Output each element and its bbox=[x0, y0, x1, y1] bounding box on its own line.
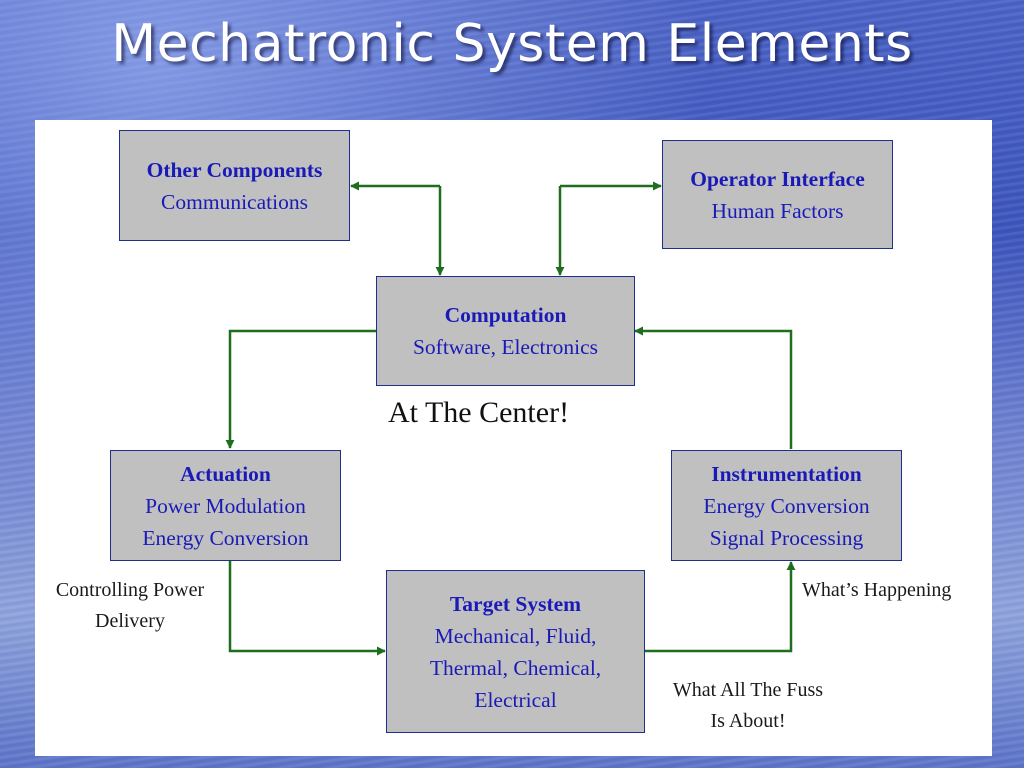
operator-interface-line-1: Human Factors bbox=[711, 198, 844, 223]
actuation-line-2: Energy Conversion bbox=[142, 525, 309, 550]
actuation-heading: Actuation bbox=[180, 461, 271, 486]
target-system-line-3: Electrical bbox=[474, 687, 557, 712]
other-components-box: Other Components Communications bbox=[119, 130, 350, 241]
fuss-line-1: What All The Fuss bbox=[672, 679, 824, 701]
computation-line-1: Software, Electronics bbox=[412, 335, 599, 359]
target-system-box: Target System Mechanical, Fluid, Thermal… bbox=[386, 570, 645, 733]
other-components-heading: Other Components bbox=[146, 157, 323, 182]
arrow-actuation-target bbox=[228, 561, 386, 656]
whats-happening-note: What’s Happening bbox=[802, 575, 951, 606]
actuation-box: Actuation Power Modulation Energy Conver… bbox=[110, 450, 341, 561]
connector-layer bbox=[225, 181, 796, 656]
computation-heading: Computation bbox=[444, 303, 567, 327]
fuss-note: What All The Fuss Is About! bbox=[652, 675, 844, 737]
whats-happening-line-1: What’s Happening bbox=[802, 579, 952, 601]
operator-interface-heading: Operator Interface bbox=[690, 166, 865, 191]
actuation-line-1: Power Modulation bbox=[145, 493, 306, 518]
instrumentation-heading: Instrumentation bbox=[711, 461, 862, 486]
target-system-line-1: Mechanical, Fluid, bbox=[434, 623, 597, 648]
controlling-power-line-1: Controlling Power bbox=[55, 579, 205, 601]
controlling-power-line-2: Delivery bbox=[95, 610, 165, 632]
diagram-panel: Other Components Communications Operator… bbox=[35, 120, 992, 756]
instrumentation-line-2: Signal Processing bbox=[709, 525, 864, 550]
instrumentation-line-1: Energy Conversion bbox=[703, 493, 870, 518]
fuss-line-2: Is About! bbox=[710, 710, 786, 732]
at-the-center-note: At The Center! bbox=[388, 396, 570, 429]
target-system-heading: Target System bbox=[449, 591, 582, 616]
arrow-target-instrumentation bbox=[645, 561, 796, 653]
controlling-power-note: Controlling Power Delivery bbox=[35, 575, 225, 637]
instrumentation-box: Instrumentation Energy Conversion Signal… bbox=[671, 450, 902, 561]
arrow-instrumentation-computation bbox=[634, 326, 793, 449]
operator-interface-box: Operator Interface Human Factors bbox=[662, 140, 893, 249]
target-system-line-2: Thermal, Chemical, bbox=[429, 655, 602, 680]
computation-box: Computation Software, Electronics bbox=[376, 276, 635, 386]
slide-title: Mechatronic System Elements bbox=[111, 14, 913, 74]
arrow-computation-actuation bbox=[225, 329, 376, 449]
other-components-line-1: Communications bbox=[161, 189, 308, 214]
